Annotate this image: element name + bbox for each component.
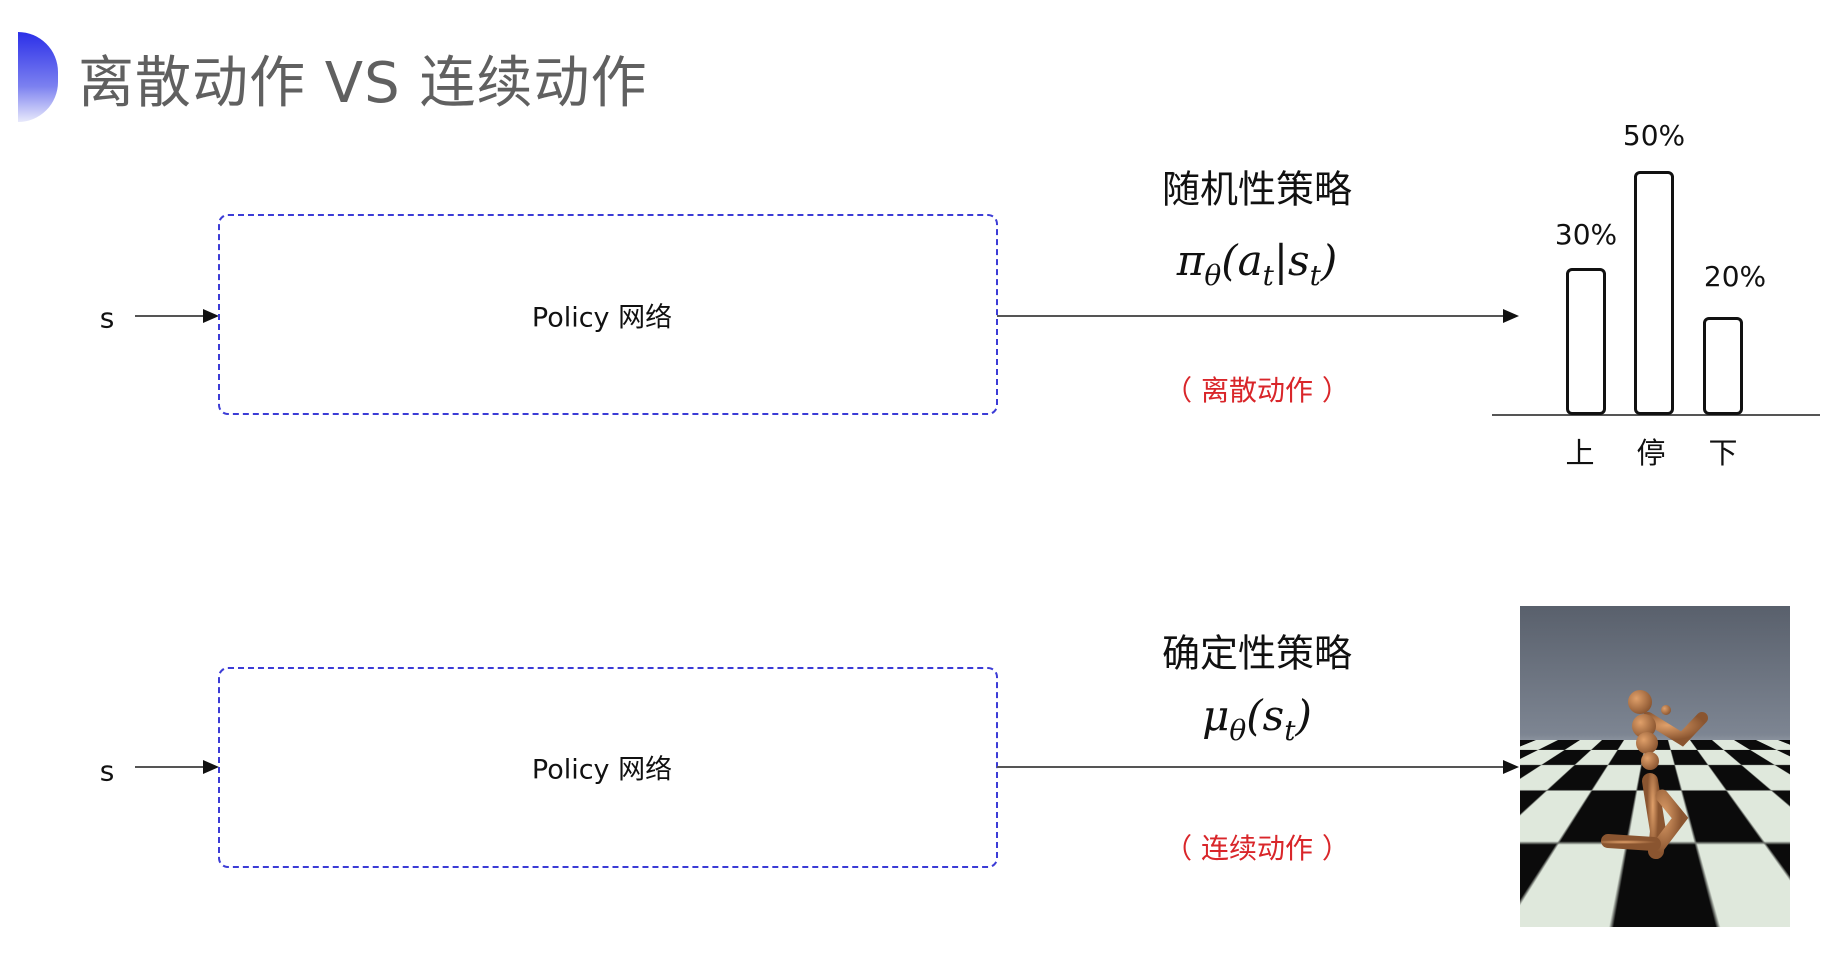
- output-arrow-line: [997, 766, 1503, 768]
- policy-network-label: Policy 网络: [531, 302, 673, 334]
- category-label: 下: [1708, 436, 1738, 470]
- category-label: 停: [1636, 436, 1666, 470]
- continuous-action-note: （ 连续动作 ）: [1164, 832, 1350, 865]
- stochastic-policy-heading: 随机性策略: [1161, 167, 1353, 212]
- input-arrow-line: [135, 315, 205, 317]
- stochastic-policy-formula: πθ(at|st): [1176, 236, 1338, 292]
- policy-network-label: Policy 网络: [531, 754, 673, 786]
- arrowhead-icon: [203, 309, 219, 323]
- humanoid-simulation-image: [1520, 606, 1790, 927]
- bar-data-label: 30%: [1554, 218, 1618, 252]
- arrowhead-icon: [203, 760, 219, 774]
- bar-1: [1634, 171, 1674, 415]
- page-title: 离散动作 VS 连续动作: [78, 51, 648, 116]
- output-arrow-line: [997, 315, 1503, 317]
- input-state-label: s: [99, 754, 115, 788]
- arrowhead-icon: [1503, 309, 1519, 323]
- input-arrow-line: [135, 766, 205, 768]
- bar-data-label: 50%: [1622, 119, 1686, 152]
- category-label: 上: [1565, 436, 1595, 470]
- humanoid-figure: [1601, 690, 1708, 859]
- input-state-label: s: [99, 301, 115, 335]
- policy-network-box: [218, 214, 998, 415]
- bar-data-label: 20%: [1703, 259, 1767, 293]
- arrowhead-icon: [1503, 760, 1519, 774]
- bar-2: [1703, 316, 1743, 415]
- discrete-action-note: （ 离散动作 ）: [1164, 374, 1350, 407]
- deterministic-policy-formula: μθ(st): [1202, 691, 1312, 747]
- deterministic-policy-heading: 确定性策略: [1161, 631, 1353, 676]
- chart-baseline: [1492, 414, 1820, 416]
- title-accent: [18, 32, 58, 122]
- bar-0: [1566, 268, 1606, 415]
